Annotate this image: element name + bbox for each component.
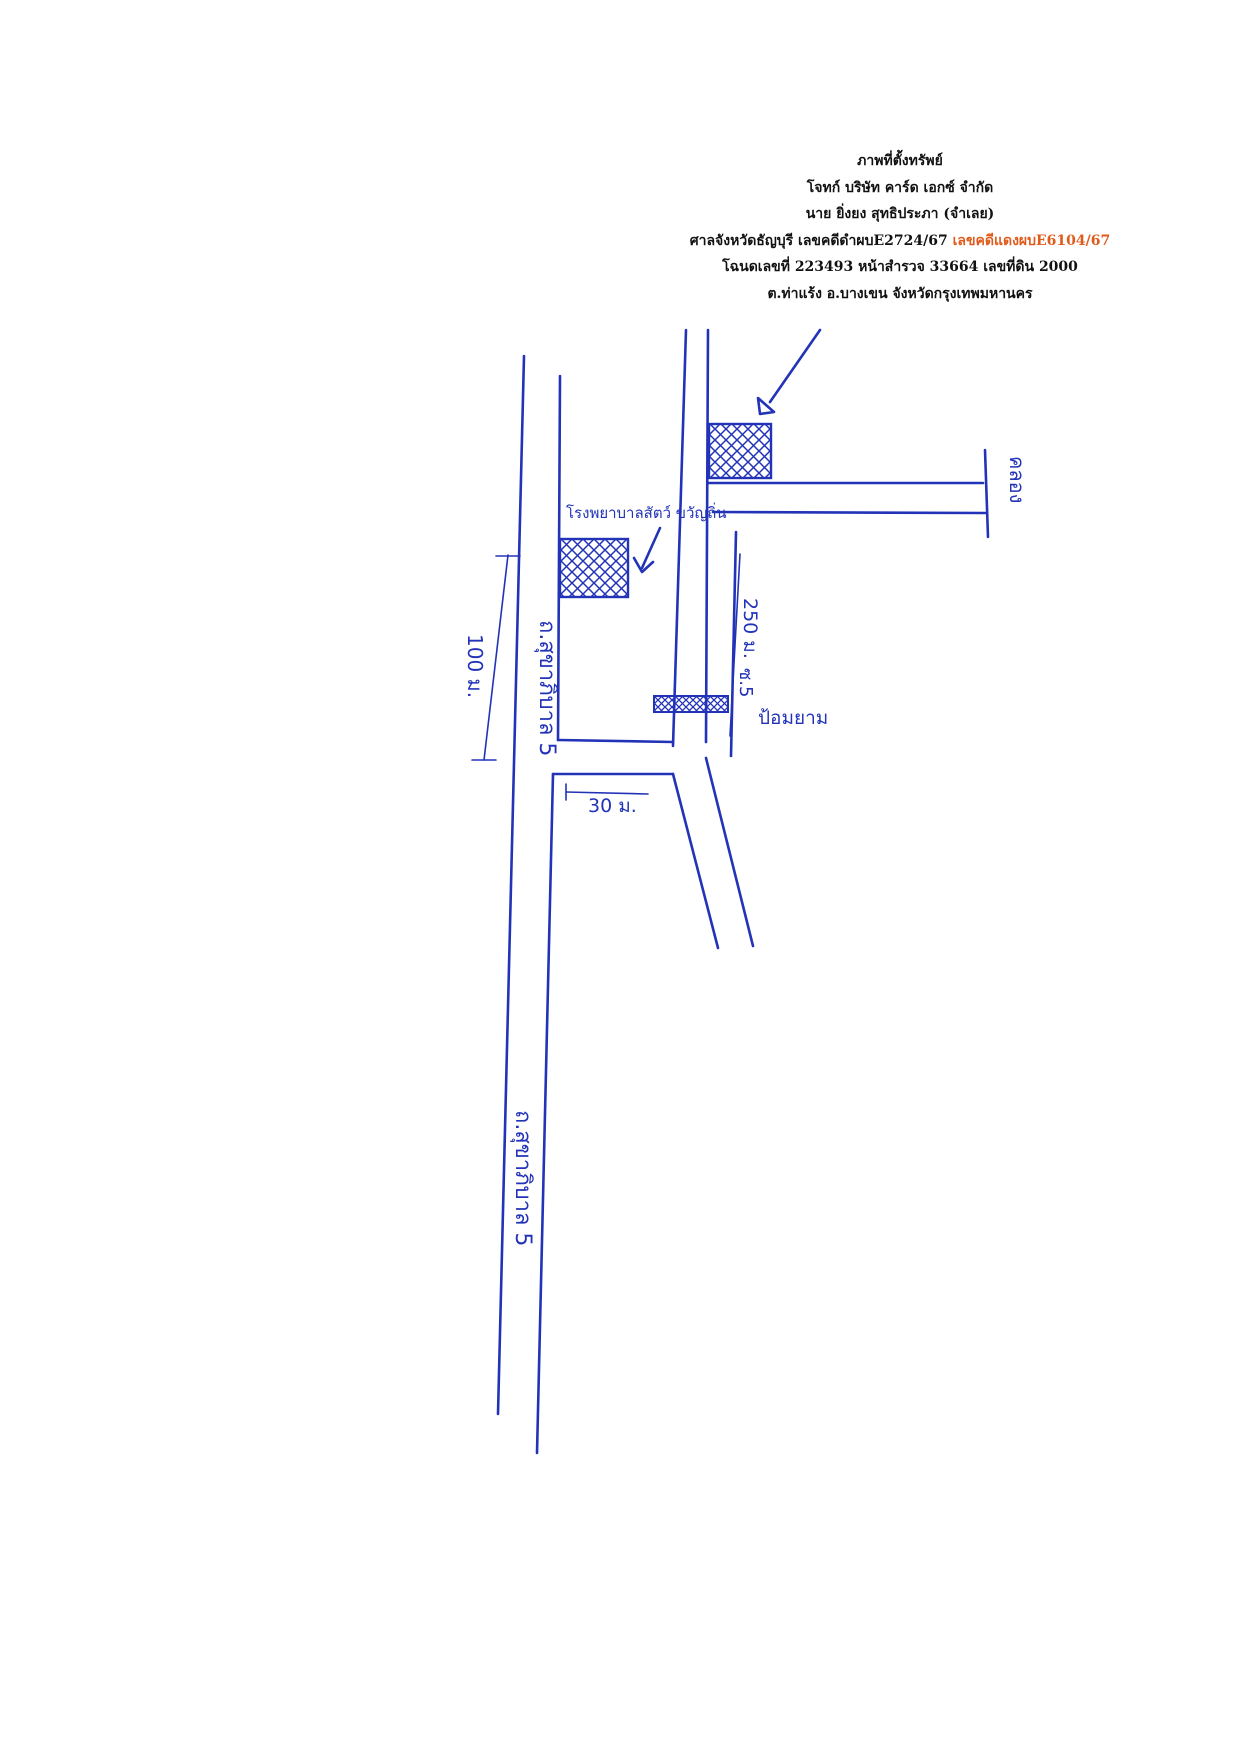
title-deed-line: โฉนดเลขที่ 223493 หน้าสำรวจ 33664 เลขที่…: [722, 259, 1078, 275]
gate-marker: [653, 695, 729, 713]
property-flag-icon: [756, 328, 822, 416]
arrow-icon: [632, 526, 662, 574]
dimension-30m: [565, 783, 649, 801]
soi-label: ซ.5: [735, 668, 756, 697]
defendant-line: นาย ยิ่งยง สุทธิประภา (จำเลย): [805, 206, 995, 222]
court-case-line: ศาลจังหวัดธัญบุรี เลขคดีดำผบE2724/67 เลข…: [640, 228, 1160, 255]
distance-30m-label: 30 ม.: [588, 795, 637, 817]
distance-250m-label: 250 ม.: [739, 598, 761, 659]
property-plot: [707, 422, 773, 480]
dimension-250m: [729, 553, 741, 737]
road-name-top: ถ.สุขาภิบาล 5: [534, 620, 559, 756]
black-case-number: ศาลจังหวัดธัญบุรี เลขคดีดำผบE2724/67: [689, 232, 948, 249]
distance-100m-label: 100 ม.: [463, 634, 487, 698]
page-title: ภาพที่ตั้งทรัพย์: [857, 153, 943, 169]
red-case-number: เลขคดีแดงผบE6104/67: [952, 232, 1111, 249]
landmark-building: [558, 537, 630, 599]
landmark-label: โรงพยาบาลสัตว์ ขวัญถิ่น: [566, 502, 727, 522]
document-header: ภาพที่ตั้งทรัพย์ โจทก์ บริษัท คาร์ด เอกซ…: [640, 148, 1160, 307]
dimension-100m: [471, 554, 521, 761]
location-line: ต.ท่าแร้ง อ.บางเขน จังหวัดกรุงเทพมหานคร: [767, 285, 1033, 302]
gate-label: ป้อมยาม: [758, 707, 828, 729]
canal-label: คลอง: [1005, 456, 1029, 503]
road-name-bottom: ถ.สุขาภิบาล 5: [510, 1110, 535, 1246]
side-road-soi: [551, 328, 755, 950]
road-to-canal: [707, 448, 990, 758]
main-road: [496, 354, 562, 1455]
plaintiff-line: โจทก์ บริษัท คาร์ด เอกซ์ จำกัด: [806, 179, 994, 196]
